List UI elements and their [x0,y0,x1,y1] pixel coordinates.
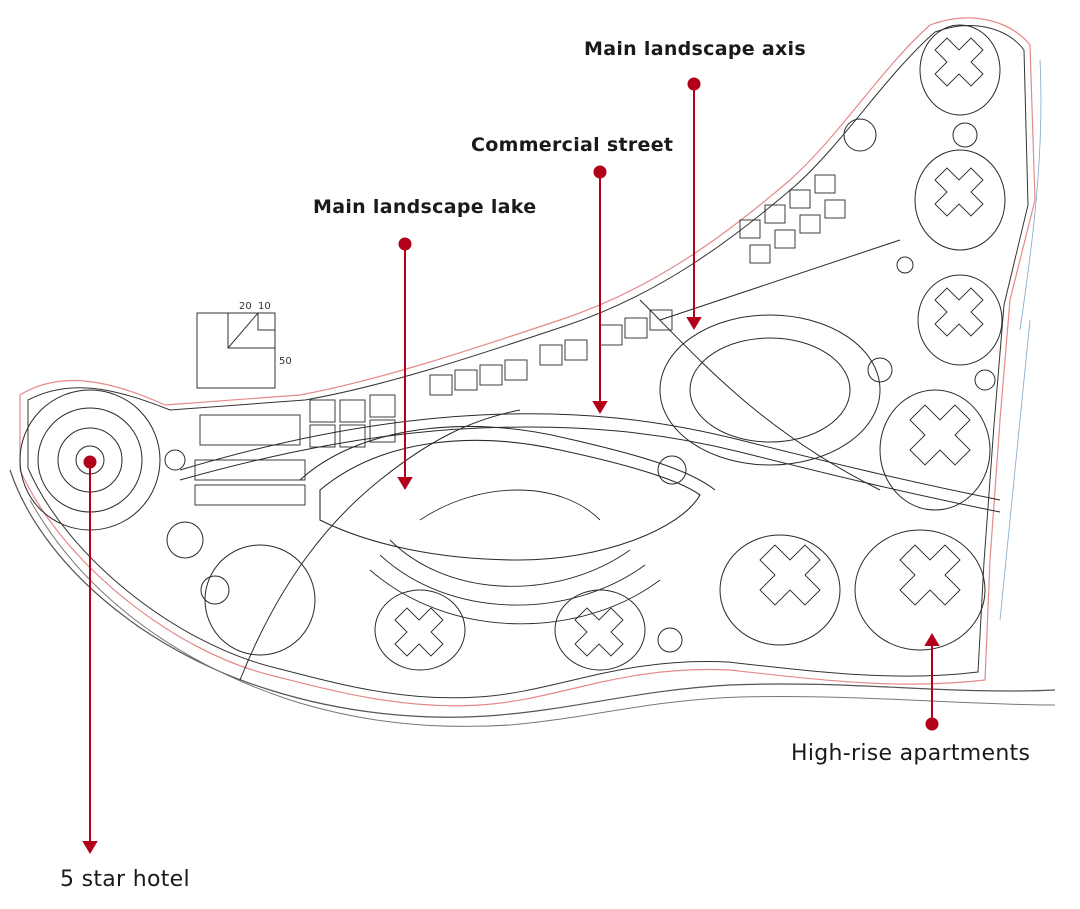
scale-label-20: 20 [239,301,252,312]
scale-label-10: 10 [258,301,271,312]
label-high-rise-apartments: High-rise apartments [791,741,1031,766]
hotel-complex [19,389,230,605]
building-blocks [194,174,846,506]
main-boulevard [179,409,1001,681]
crescent-rows [369,489,661,625]
contour-lines [999,59,1042,621]
label-main-landscape-axis: Main landscape axis [584,38,806,60]
perimeter-road [9,469,1056,718]
pod-clusters [204,24,1006,671]
site-outline [27,25,1029,699]
site-boundary [19,17,1036,707]
scale-label-50: 50 [279,356,292,367]
landscape-lake [299,425,716,561]
apartment-blocks [394,37,984,657]
landscape-axis [639,239,914,491]
label-commercial-street: Commercial street [471,134,674,156]
label-main-landscape-lake: Main landscape lake [313,196,537,218]
label-five-star-hotel: 5 star hotel [60,867,190,892]
callouts [82,77,940,854]
scale-bar [196,312,276,389]
